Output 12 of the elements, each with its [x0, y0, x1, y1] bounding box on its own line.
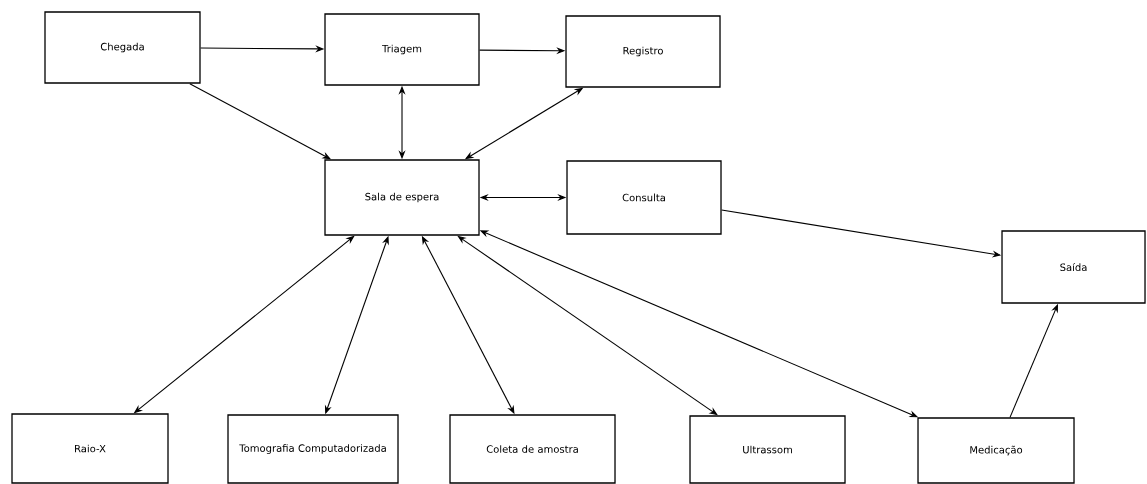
- process-box: Sala de espera: [324, 159, 480, 236]
- process-box: Ultrassom: [689, 415, 846, 484]
- process-box: Consulta: [566, 160, 722, 235]
- process-box: Coleta de amostra: [449, 414, 616, 484]
- process-box: Chegada: [44, 11, 201, 84]
- process-box: Saída: [1001, 230, 1146, 304]
- process-box: Raio-X: [11, 413, 169, 484]
- arrow: [457, 235, 718, 416]
- process-box: Medicação: [917, 417, 1075, 484]
- process-box: Tomografia Computadorizada: [227, 414, 399, 484]
- process-box: Triagem: [324, 13, 480, 86]
- process-box: Registro: [565, 15, 721, 88]
